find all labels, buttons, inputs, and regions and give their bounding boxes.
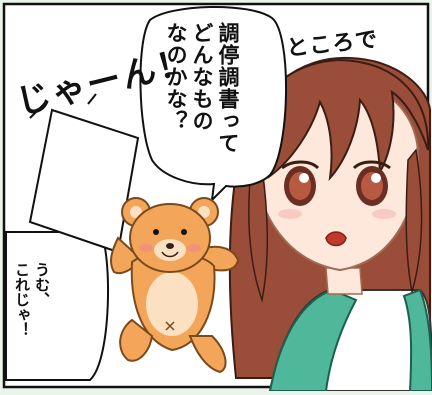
speech-line: うむ、 bbox=[33, 262, 51, 307]
motion-lines bbox=[29, 93, 97, 119]
speech-bubble-left-text: うむ、これじゃ！ bbox=[12, 262, 52, 337]
girl-character bbox=[228, 56, 432, 392]
speech-line: なのかな？ bbox=[164, 22, 188, 132]
speech-line: どんなもの bbox=[190, 22, 214, 132]
speech-line: 調停調書って bbox=[216, 22, 240, 154]
speech-line: これじゃ！ bbox=[13, 262, 31, 337]
speech-bubble-main bbox=[139, 6, 287, 203]
speech-bubble-main-text: 調停調書ってどんなものなのかな？ bbox=[163, 22, 241, 154]
bear-character bbox=[110, 197, 240, 374]
